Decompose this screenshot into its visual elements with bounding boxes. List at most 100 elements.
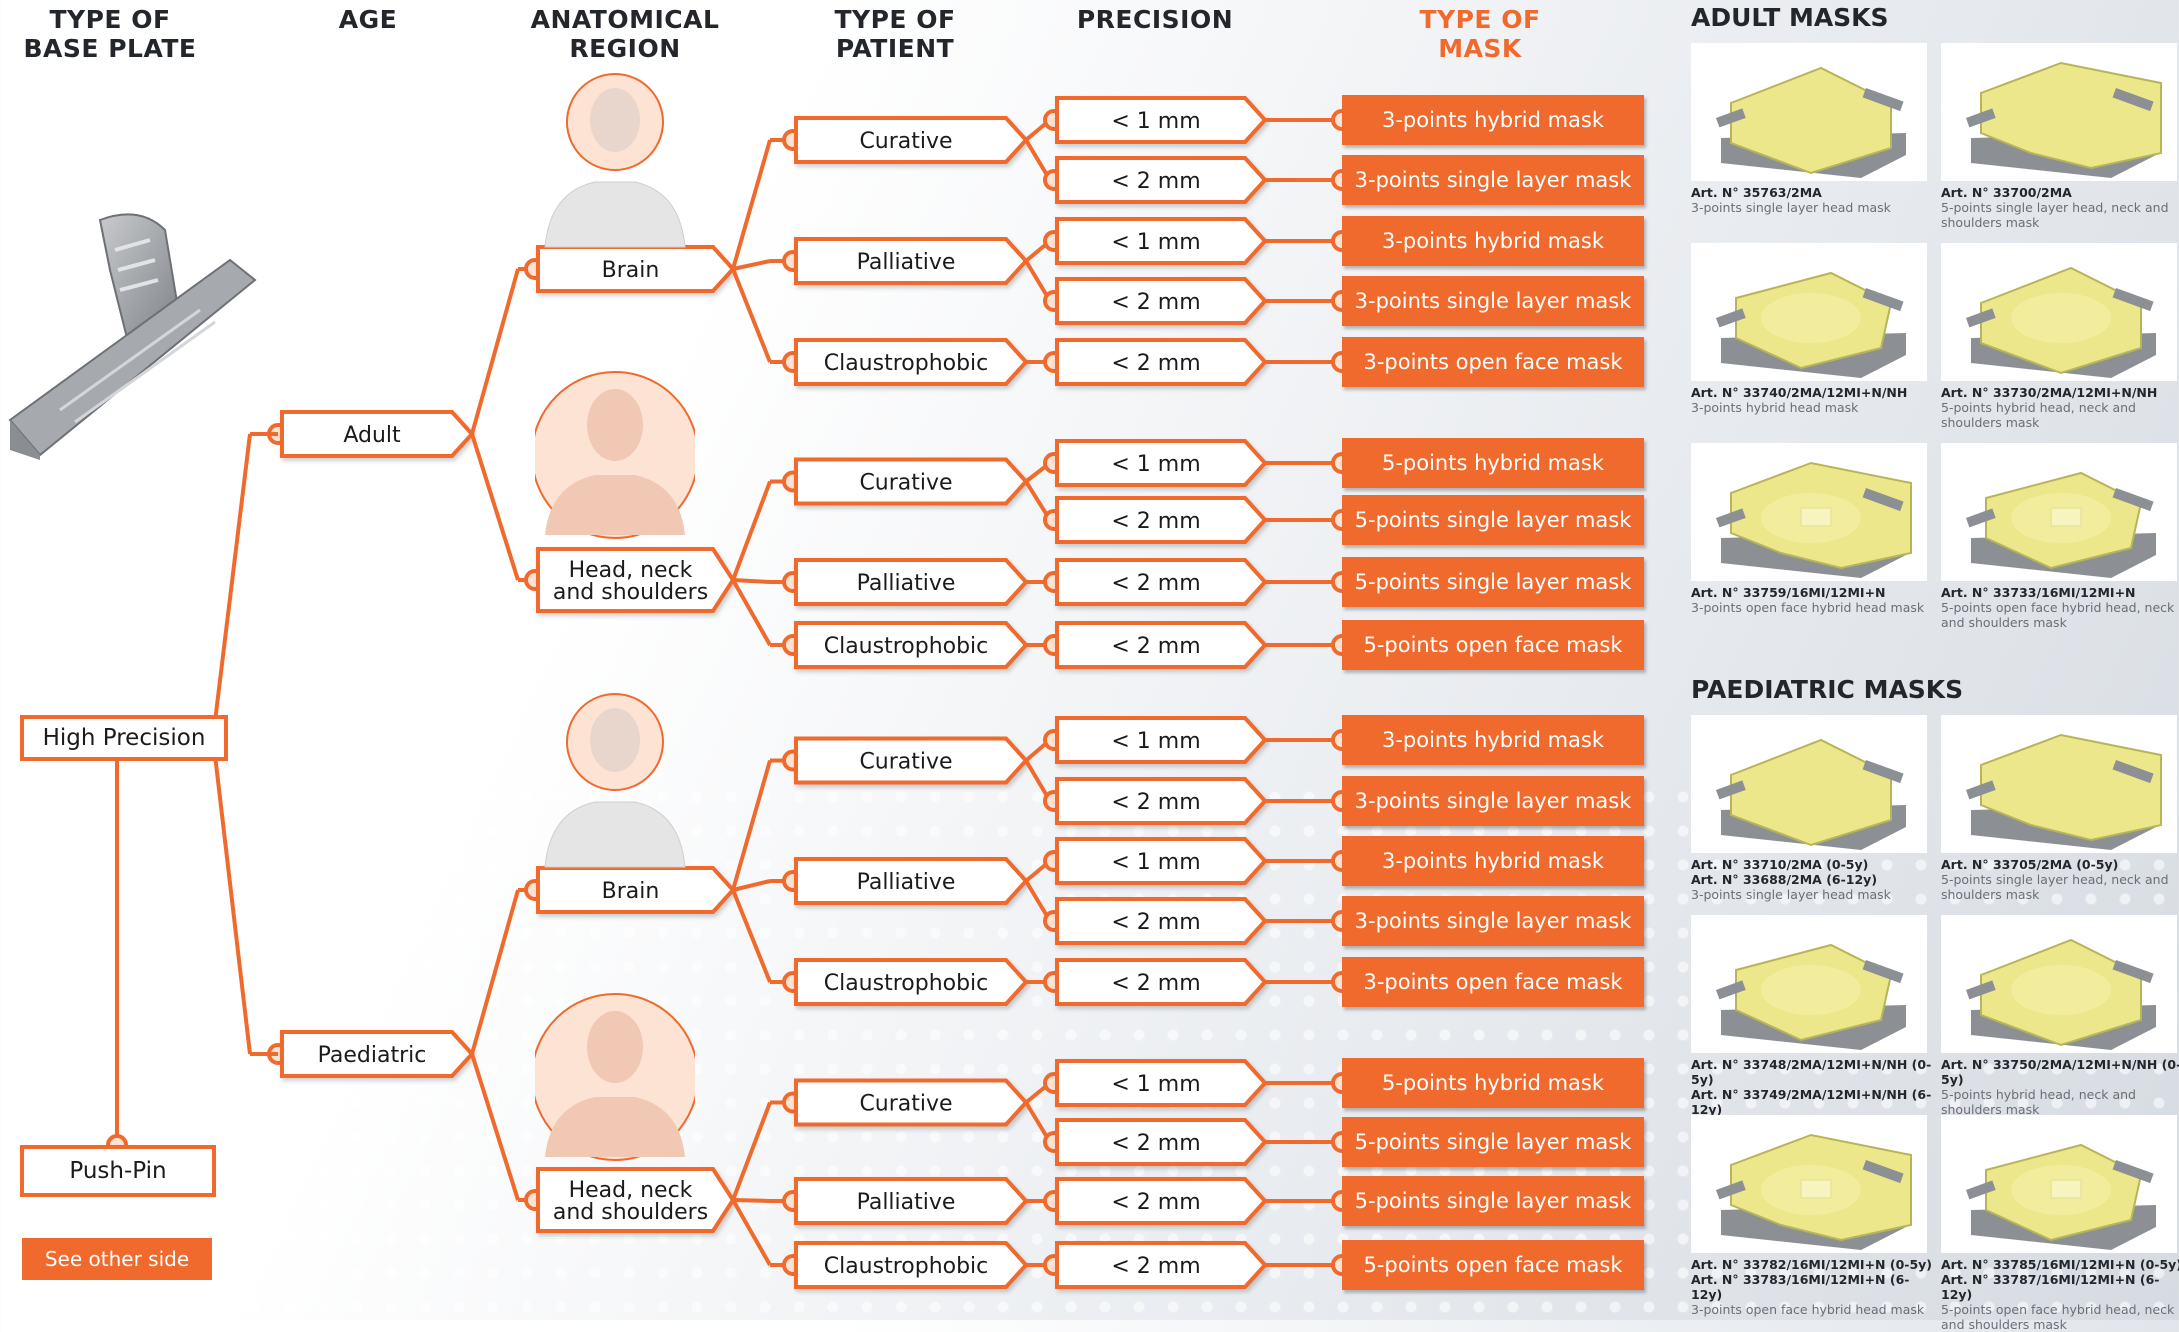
mask-type-label[interactable]: 5-points open face mask: [1342, 1240, 1644, 1290]
node-patient-curative-3[interactable]: Curative: [794, 457, 1029, 506]
paediatric-mask-caption: Art. N° 33785/16MI/12MI+N (0-5y) Art. N°…: [1941, 1257, 2179, 1332]
mask-type-label[interactable]: 3-points open face mask: [1342, 957, 1644, 1007]
paediatric-mask-image: [1941, 1115, 2177, 1253]
node-label: Curative: [859, 750, 952, 775]
mask-type-label[interactable]: 5-points single layer mask: [1342, 1176, 1644, 1226]
mask-type-label[interactable]: 3-points open face mask: [1342, 337, 1644, 387]
node-precision-10[interactable]: < 2 mm: [1055, 777, 1268, 825]
node-label: < 1 mm: [1111, 109, 1200, 134]
connector-line: [732, 259, 771, 271]
node-precision-11[interactable]: < 1 mm: [1055, 837, 1268, 885]
paediatric-masks-title: PAEDIATRIC MASKS: [1691, 675, 1964, 704]
node-patient-palliative-7[interactable]: Palliative: [794, 857, 1029, 905]
node-precision-13[interactable]: < 2 mm: [1055, 958, 1268, 1006]
node-precision-0[interactable]: < 1 mm: [1055, 96, 1268, 144]
node-precision-2[interactable]: < 1 mm: [1055, 217, 1268, 265]
article-number: Art. N° 33733/16MI/12MI+N: [1941, 585, 2136, 600]
node-patient-claustrophobic-8[interactable]: Claustrophobic: [794, 958, 1029, 1006]
node-precision-15[interactable]: < 2 mm: [1055, 1118, 1268, 1166]
node-precision-12[interactable]: < 2 mm: [1055, 897, 1268, 945]
node-patient-claustrophobic-5[interactable]: Claustrophobic: [794, 621, 1029, 669]
mask-type-label[interactable]: 5-points single layer mask: [1342, 1117, 1644, 1167]
mask-type-label[interactable]: 3-points single layer mask: [1342, 155, 1644, 205]
node-label: Curative: [859, 1092, 952, 1117]
mask-type-label[interactable]: 3-points hybrid mask: [1342, 715, 1644, 765]
node-precision-17[interactable]: < 2 mm: [1055, 1241, 1268, 1289]
node-precision-6[interactable]: < 2 mm: [1055, 496, 1268, 544]
node-precision-3[interactable]: < 2 mm: [1055, 277, 1268, 325]
node-push-pin[interactable]: Push-Pin: [20, 1145, 216, 1197]
node-label: < 1 mm: [1111, 452, 1200, 477]
connector-line: [731, 579, 772, 646]
mask-type-label[interactable]: 3-points single layer mask: [1342, 896, 1644, 946]
article-number: Art. N° 33759/16MI/12MI+N: [1691, 585, 1886, 600]
node-patient-curative-9[interactable]: Curative: [794, 1078, 1029, 1127]
node-label: < 2 mm: [1111, 1131, 1200, 1156]
node-patient-claustrophobic-2[interactable]: Claustrophobic: [794, 338, 1029, 386]
node-precision-4[interactable]: < 2 mm: [1055, 338, 1268, 386]
node-region-0[interactable]: Brain: [536, 245, 736, 293]
node-label: Brain: [602, 879, 660, 904]
mask-type-label[interactable]: 3-points hybrid mask: [1342, 216, 1644, 266]
mask-type-label[interactable]: 5-points open face mask: [1342, 620, 1644, 670]
header-mask: TYPE OF MASK: [1419, 5, 1541, 63]
node-region-2[interactable]: Brain: [536, 866, 736, 914]
mask-description: 3-points open face hybrid head mask: [1691, 600, 1925, 615]
mask-type-label[interactable]: 5-points single layer mask: [1342, 495, 1644, 545]
mask-description: 5-points open face hybrid head, neck and…: [1941, 1302, 2175, 1332]
see-other-side-button[interactable]: See other side: [22, 1238, 212, 1280]
node-precision-16[interactable]: < 2 mm: [1055, 1177, 1268, 1225]
node-patient-palliative-4[interactable]: Palliative: [794, 558, 1029, 606]
node-label: Claustrophobic: [824, 351, 989, 376]
node-patient-palliative-1[interactable]: Palliative: [794, 237, 1029, 285]
node-precision-9[interactable]: < 1 mm: [1055, 716, 1268, 764]
article-number: Art. N° 33730/2MA/12MI+N/NH: [1941, 385, 2158, 400]
avatar-head-neck-paed: [535, 993, 695, 1161]
base-plate-image: [8, 213, 257, 460]
mask-type-label[interactable]: 3-points hybrid mask: [1342, 836, 1644, 886]
connector-line: [731, 759, 772, 891]
node-patient-claustrophobic-11[interactable]: Claustrophobic: [794, 1241, 1029, 1289]
mask-description: 5-points hybrid head, neck and shoulders…: [1941, 400, 2136, 430]
connector-line: [731, 480, 772, 581]
article-number: Art. N° 33705/2MA (0-5y): [1941, 857, 2119, 872]
node-label: Adult: [343, 423, 401, 448]
mask-type-label[interactable]: 5-points hybrid mask: [1342, 438, 1644, 488]
header-patient: TYPE OF PATIENT: [834, 5, 956, 63]
node-patient-palliative-10[interactable]: Palliative: [794, 1177, 1029, 1225]
node-precision-1[interactable]: < 2 mm: [1055, 156, 1268, 204]
node-label: Curative: [859, 129, 952, 154]
mask-description: 5-points single layer head, neck and sho…: [1941, 200, 2169, 230]
node-precision-7[interactable]: < 2 mm: [1055, 558, 1268, 606]
node-age-adult[interactable]: Adult: [280, 410, 475, 458]
mask-type-label[interactable]: 5-points hybrid mask: [1342, 1058, 1644, 1108]
node-high-precision[interactable]: High Precision: [20, 715, 228, 761]
node-precision-14[interactable]: < 1 mm: [1055, 1059, 1268, 1107]
node-precision-5[interactable]: < 1 mm: [1055, 439, 1268, 487]
mask-type-label[interactable]: 3-points hybrid mask: [1342, 95, 1644, 145]
node-label: Claustrophobic: [824, 971, 989, 996]
mask-description: 5-points hybrid head, neck and shoulders…: [1941, 1087, 2136, 1117]
node-age-paediatric[interactable]: Paediatric: [280, 1030, 475, 1078]
paediatric-mask-image: [1941, 915, 2177, 1053]
node-label: < 2 mm: [1111, 571, 1200, 596]
connector-line: [732, 1198, 771, 1203]
connector-line: [470, 268, 520, 435]
paediatric-mask-caption: Art. N° 33710/2MA (0-5y) Art. N° 33688/2…: [1691, 857, 1936, 902]
node-precision-8[interactable]: < 2 mm: [1055, 621, 1268, 669]
article-number: Art. N° 33782/16MI/12MI+N (0-5y) Art. N°…: [1691, 1257, 1933, 1302]
node-patient-curative-6[interactable]: Curative: [794, 736, 1029, 785]
node-label: < 2 mm: [1111, 790, 1200, 815]
mask-description: 3-points open face hybrid head mask: [1691, 1302, 1925, 1317]
node-patient-curative-0[interactable]: Curative: [794, 116, 1029, 164]
node-label: Palliative: [857, 571, 956, 596]
mask-type-label[interactable]: 3-points single layer mask: [1342, 276, 1644, 326]
mask-type-label[interactable]: 3-points single layer mask: [1342, 776, 1644, 826]
paediatric-mask-image: [1941, 715, 2177, 853]
mask-type-label[interactable]: 5-points single layer mask: [1342, 557, 1644, 607]
node-label: Brain: [602, 258, 660, 283]
